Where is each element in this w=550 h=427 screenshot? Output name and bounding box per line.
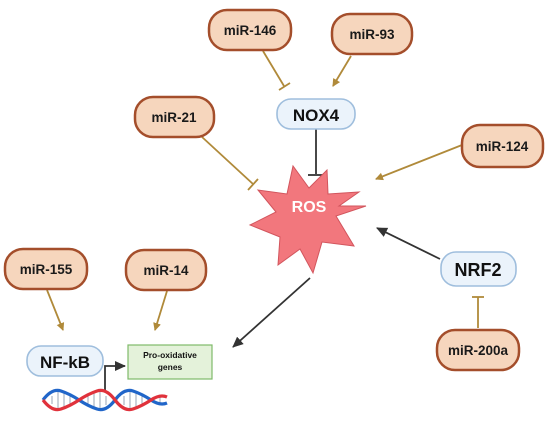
nox4-node: NOX4 — [276, 98, 356, 130]
ros-node: ROS — [248, 164, 367, 275]
edge-mir155-activates-nfkb — [46, 289, 65, 331]
mir146-label: miR-146 — [224, 23, 277, 38]
mir93-label: miR-93 — [349, 27, 395, 42]
pro-oxidative-genes-node: Pro-oxidative genes — [127, 344, 213, 380]
edge-mir21-inhibits-ros — [201, 136, 259, 191]
nrf2-node: NRF2 — [440, 251, 517, 287]
mirna-mir93: miR-93 — [330, 12, 414, 56]
edge-nfkb-promoter-to-genes — [104, 361, 126, 390]
nfkb-node: NF-kB — [26, 345, 104, 377]
mir200a-label: miR-200a — [448, 343, 509, 358]
mir21-label: miR-21 — [151, 110, 197, 125]
edge-mir146-inhibits-nox4 — [262, 50, 291, 91]
dna-helix-icon — [41, 388, 168, 412]
ros-burst-icon — [248, 164, 367, 275]
nfkb-label: NF-kB — [40, 353, 90, 372]
mir124-label: miR-124 — [476, 139, 529, 154]
mirna-mir155: miR-155 — [3, 247, 89, 291]
edge-mir93-activates-nox4 — [332, 55, 352, 87]
nox4-label: NOX4 — [293, 106, 340, 125]
edge-mir124-activates-ros — [375, 144, 463, 181]
edge-ros-to-genes — [232, 277, 311, 348]
edge-mir14-activates-genes — [153, 290, 168, 331]
mirna-mir200a: miR-200a — [435, 328, 521, 372]
mirna-mir21: miR-21 — [133, 95, 216, 139]
edge-mir200a-inhibits-nrf2 — [472, 296, 484, 328]
genes-label-line2: genes — [158, 362, 183, 372]
edge-nox4-inhibits-ros — [308, 128, 324, 176]
mir155-label: miR-155 — [20, 262, 73, 277]
nrf2-label: NRF2 — [454, 260, 501, 280]
mirna-mir124: miR-124 — [460, 123, 545, 169]
mir14-label: miR-14 — [143, 263, 189, 278]
edge-nrf2-activates-ros — [376, 227, 441, 260]
ros-label: ROS — [292, 199, 327, 216]
genes-label-line1: Pro-oxidative — [143, 350, 197, 360]
mirna-mir146: miR-146 — [207, 8, 293, 52]
mirna-mir14: miR-14 — [124, 248, 208, 292]
